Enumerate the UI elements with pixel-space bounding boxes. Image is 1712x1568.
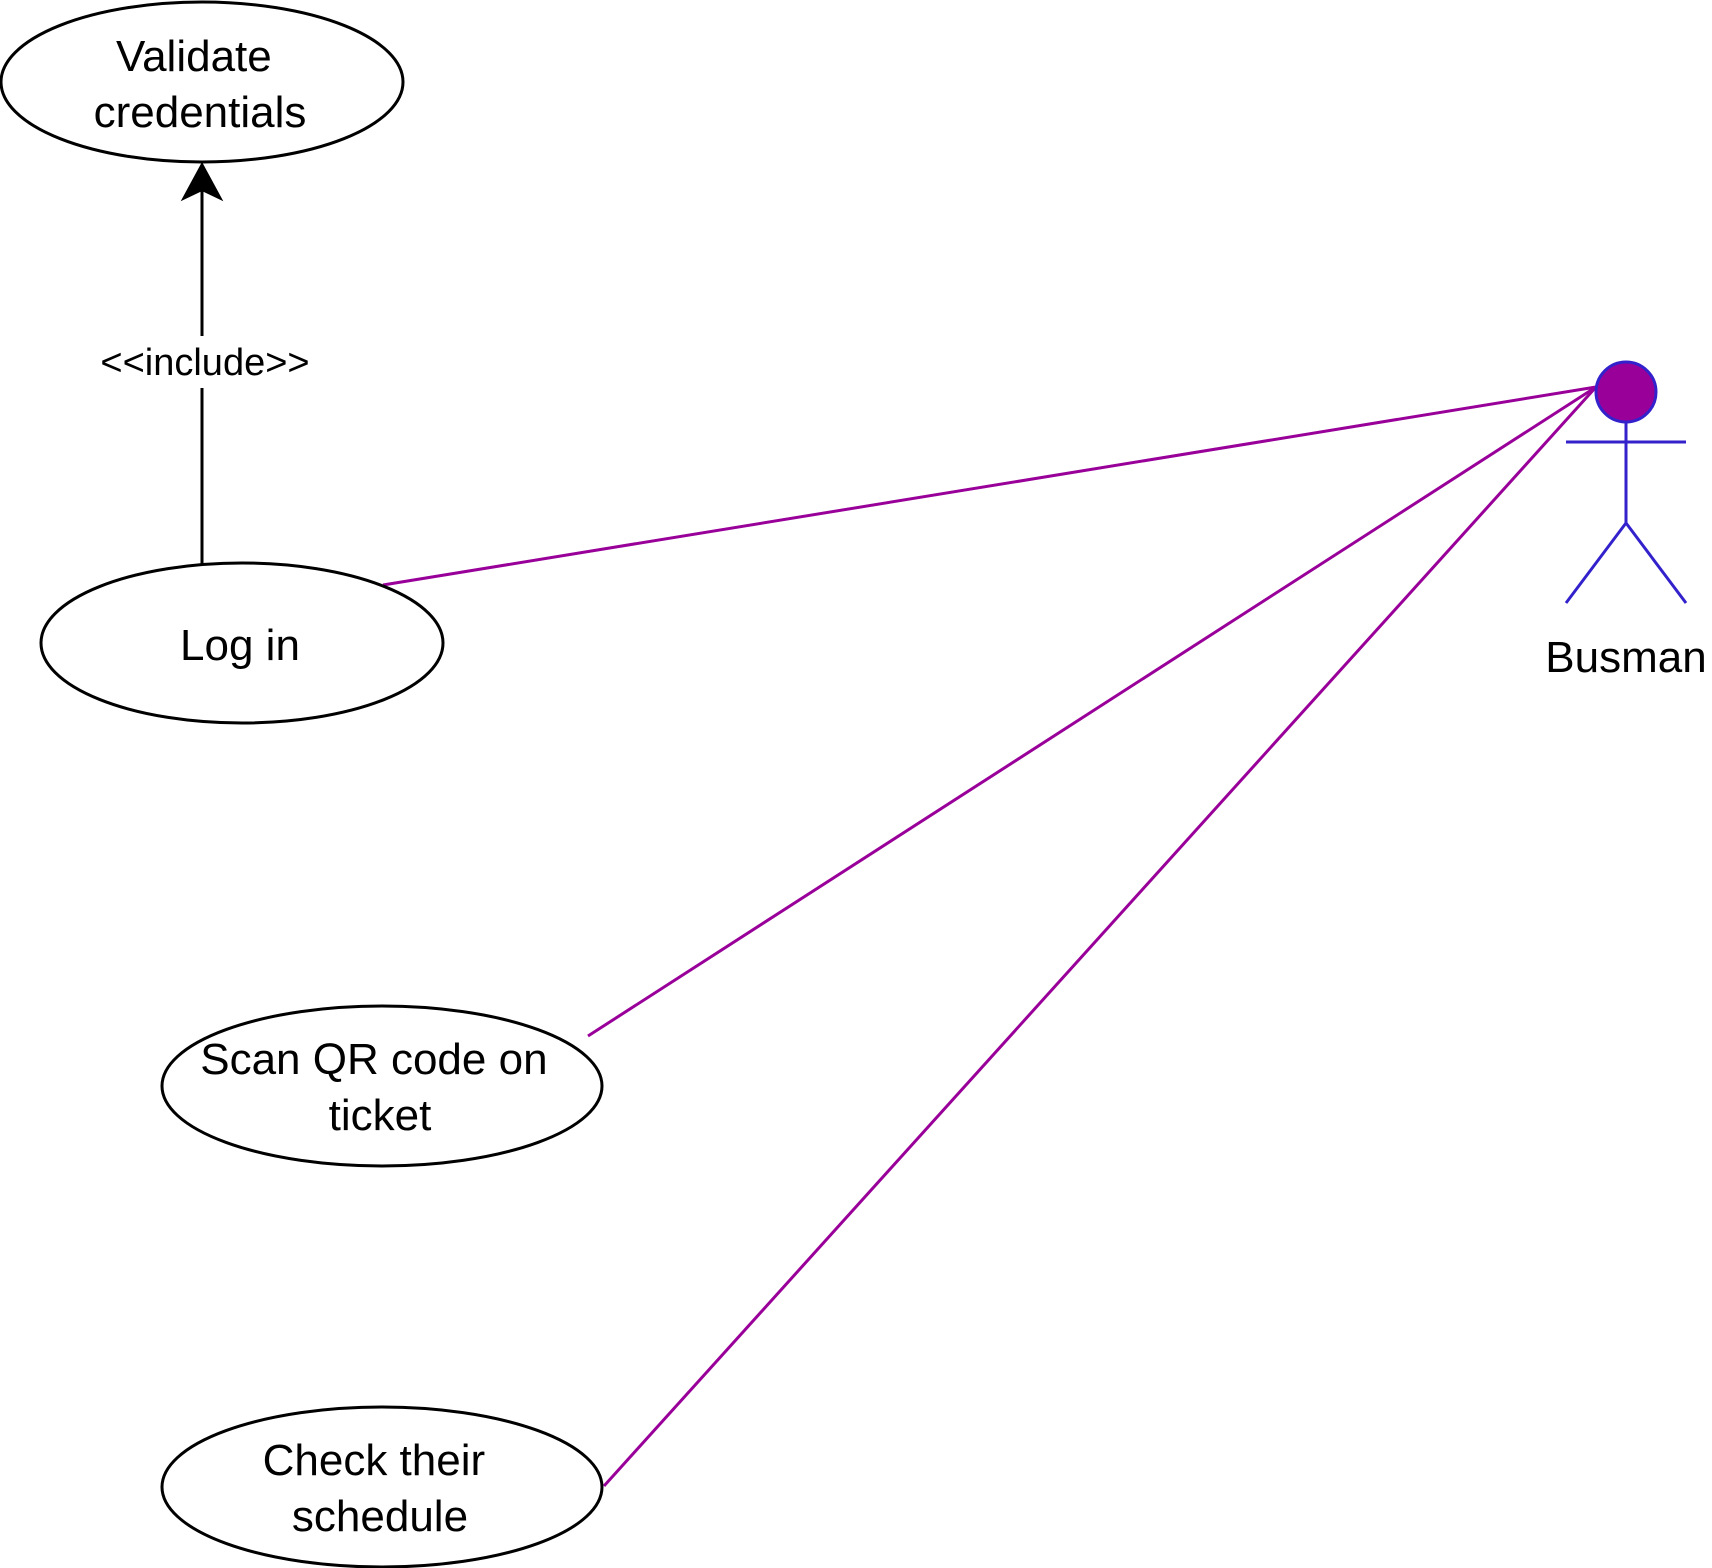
- use-case-label-line-1: Scan QR code on: [200, 1035, 547, 1084]
- use-case-ellipse: [160, 1405, 604, 1568]
- use-case-label-line-1: Log in: [180, 621, 300, 670]
- actor-left-leg: [1564, 522, 1628, 604]
- use-case-label: Scan QR code on ticket: [200, 1035, 560, 1140]
- use-case-log-in[interactable]: Log in: [39, 561, 445, 725]
- association-schedule[interactable]: [602, 385, 1598, 1488]
- include-arrowhead: [180, 161, 224, 202]
- use-case-label-line-2: ticket: [329, 1091, 432, 1140]
- actor-busman[interactable]: Busman: [1545, 360, 1707, 682]
- association-login[interactable]: [382, 385, 1597, 587]
- use-case-label-line-1: Check their: [263, 1436, 486, 1485]
- use-case-label-line-2: credentials: [94, 88, 307, 137]
- use-case-label-line-2: schedule: [292, 1492, 468, 1541]
- include-relationship[interactable]: <<include>>: [100, 161, 310, 564]
- actor-name: Busman: [1545, 633, 1706, 682]
- use-case-label: Log in: [180, 621, 300, 670]
- use-case-label-line-1: Validate: [116, 32, 272, 81]
- include-label: <<include>>: [100, 342, 309, 384]
- use-case-validate-credentials[interactable]: Validate credentials: [0, 0, 405, 164]
- stick-figure-icon: [1564, 360, 1688, 604]
- use-case-ellipse: [160, 1004, 604, 1168]
- use-case-ellipse: [39, 561, 445, 725]
- use-case-ellipse: [0, 0, 405, 164]
- use-case-label: Check their schedule: [263, 1436, 498, 1541]
- use-case-label: Validate credentials: [94, 32, 307, 137]
- actor-right-leg: [1624, 522, 1688, 604]
- actor-head: [1594, 360, 1658, 424]
- association-scan[interactable]: [587, 385, 1597, 1038]
- associations: [382, 385, 1598, 1488]
- use-case-check-schedule[interactable]: Check their schedule: [160, 1405, 604, 1568]
- use-case-scan-qr-code[interactable]: Scan QR code on ticket: [160, 1004, 604, 1168]
